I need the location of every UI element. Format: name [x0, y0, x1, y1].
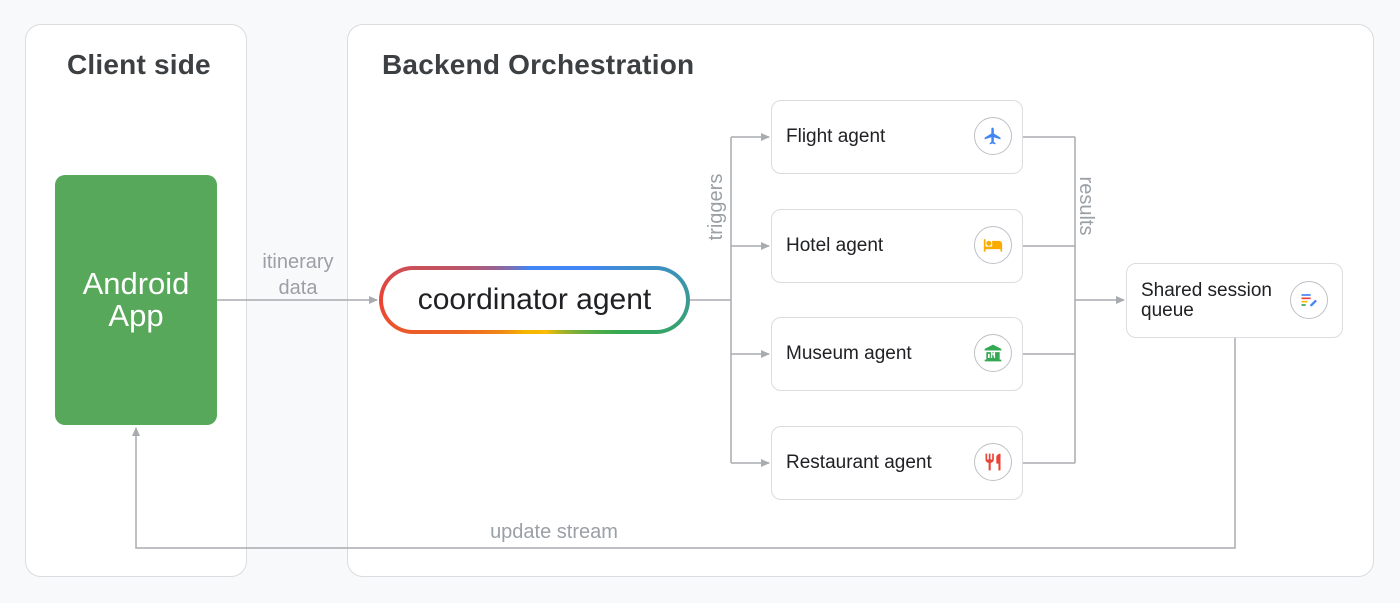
update-stream-label: update stream [490, 521, 618, 543]
restaurant-agent-label: Restaurant agent [786, 452, 932, 473]
backend-orchestration-title: Backend Orchestration [382, 49, 695, 80]
restaurant-agent-box: Restaurant agent [771, 426, 1023, 500]
android-app-box: Android App [55, 175, 217, 425]
airplane-icon [974, 117, 1012, 155]
edit-list-icon [1290, 281, 1328, 319]
itinerary-data-label: itinerary data [248, 249, 348, 301]
museum-icon [974, 334, 1012, 372]
triggers-label: triggers [705, 173, 727, 241]
flight-agent-label: Flight agent [786, 126, 886, 147]
shared-session-queue-box: Shared session queue [1126, 263, 1343, 338]
itinerary-label-line2: data [278, 277, 318, 299]
coordinator-agent-box: coordinator agent [379, 266, 690, 334]
flight-agent-box: Flight agent [771, 100, 1023, 174]
hotel-agent-label: Hotel agent [786, 235, 884, 256]
museum-agent-label: Museum agent [786, 343, 912, 364]
museum-agent-box: Museum agent [771, 317, 1023, 391]
hotel-agent-box: Hotel agent [771, 209, 1023, 283]
android-app-label: Android App [82, 266, 190, 333]
itinerary-label-line1: itinerary [262, 251, 334, 273]
client-side-title: Client side [67, 49, 211, 80]
shared-session-queue-label: Shared session queue [1141, 280, 1272, 321]
results-label: results [1075, 176, 1097, 236]
coordinator-agent-label: coordinator agent [417, 283, 652, 316]
restaurant-icon [974, 443, 1012, 481]
bed-icon [974, 226, 1012, 264]
